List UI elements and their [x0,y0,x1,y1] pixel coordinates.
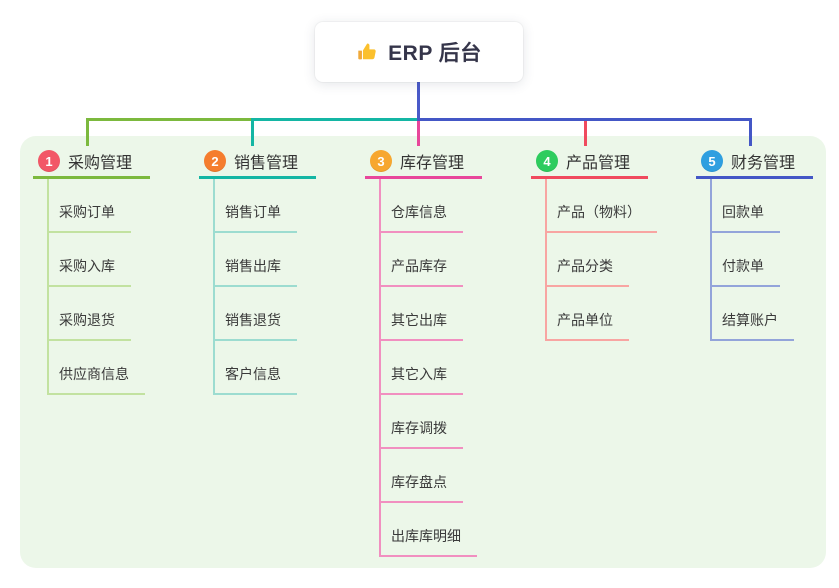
mindmap-item[interactable]: 出库库明细 [381,503,477,557]
branch-items: 产品（物料） 产品分类 产品单位 [545,179,657,341]
mindmap-item[interactable]: 其它出库 [381,287,477,341]
branch-label: 库存管理 [400,155,465,172]
item-label: 出库库明细 [381,526,477,557]
connector-horizontal-branch5 [417,118,752,121]
item-label: 仓库信息 [381,202,463,233]
item-label: 产品单位 [547,310,629,341]
item-label: 供应商信息 [49,364,145,395]
thumbs-up-icon [356,41,378,63]
item-label: 其它入库 [381,364,463,395]
branch-finance-management: 5 财务管理 回款单 付款单 结算账户 [696,146,826,341]
branch-node-product[interactable]: 4 产品管理 [531,146,648,179]
root-title: ERP 后台 [388,42,482,65]
mindmap-item[interactable]: 库存调拨 [381,395,477,449]
branch-node-finance[interactable]: 5 财务管理 [696,146,813,179]
mindmap-item[interactable]: 销售出库 [215,233,297,287]
branch-items: 回款单 付款单 结算账户 [710,179,794,341]
connector-horizontal-branch1 [86,118,253,121]
branch-purchase-management: 1 采购管理 采购订单 采购入库 采购退货 供应商信息 [33,146,163,395]
mindmap-item[interactable]: 采购入库 [49,233,145,287]
item-label: 其它出库 [381,310,463,341]
item-label: 采购订单 [49,202,131,233]
branch-label: 财务管理 [731,155,796,172]
item-label: 回款单 [712,202,780,233]
mindmap-item[interactable]: 产品单位 [547,287,657,341]
mindmap-item[interactable]: 供应商信息 [49,341,145,395]
connector-root-vertical [417,82,420,121]
mindmap-item[interactable]: 产品库存 [381,233,477,287]
mindmap-item[interactable]: 销售退货 [215,287,297,341]
branch-inventory-management: 3 库存管理 仓库信息 产品库存 其它出库 其它入库 库存调拨 库存盘点 出库库… [365,146,495,557]
connector-horizontal-branch2 [251,118,418,121]
item-label: 采购退货 [49,310,131,341]
branch-sales-management: 2 销售管理 销售订单 销售出库 销售退货 客户信息 [199,146,329,395]
mindmap-item[interactable]: 付款单 [712,233,794,287]
item-label: 销售退货 [215,310,297,341]
branch-badge-2: 2 [204,150,226,172]
branch-label: 产品管理 [566,155,631,172]
branch-node-sales[interactable]: 2 销售管理 [199,146,316,179]
branch-badge-3: 3 [370,150,392,172]
branch-node-inventory[interactable]: 3 库存管理 [365,146,482,179]
mindmap-item[interactable]: 库存盘点 [381,449,477,503]
mindmap-item[interactable]: 产品（物料） [547,179,657,233]
connector-drop-branch3 [417,121,420,146]
branch-product-management: 4 产品管理 产品（物料） 产品分类 产品单位 [531,146,661,341]
connector-drop-branch1 [86,118,89,146]
branch-label: 采购管理 [68,155,133,172]
branch-badge-4: 4 [536,150,558,172]
item-label: 客户信息 [215,364,297,395]
root-node-erp-backend[interactable]: ERP 后台 [315,22,523,82]
item-label: 库存盘点 [381,472,463,503]
branch-badge-5: 5 [701,150,723,172]
mindmap-item[interactable]: 回款单 [712,179,794,233]
item-label: 销售订单 [215,202,297,233]
branch-items: 仓库信息 产品库存 其它出库 其它入库 库存调拨 库存盘点 出库库明细 [379,179,477,557]
mindmap-item[interactable]: 客户信息 [215,341,297,395]
mindmap-background-panel [20,136,826,568]
mindmap-item[interactable]: 采购订单 [49,179,145,233]
connector-drop-branch2 [251,118,254,146]
mindmap-item[interactable]: 产品分类 [547,233,657,287]
item-label: 产品库存 [381,256,463,287]
mindmap-item[interactable]: 仓库信息 [381,179,477,233]
item-label: 结算账户 [712,310,794,341]
mindmap-item[interactable]: 结算账户 [712,287,794,341]
mindmap-item[interactable]: 销售订单 [215,179,297,233]
item-label: 产品分类 [547,256,629,287]
branch-label: 销售管理 [234,155,299,172]
mindmap-item[interactable]: 采购退货 [49,287,145,341]
mindmap-item[interactable]: 其它入库 [381,341,477,395]
item-label: 库存调拨 [381,418,463,449]
item-label: 采购入库 [49,256,131,287]
branch-node-purchase[interactable]: 1 采购管理 [33,146,150,179]
item-label: 产品（物料） [547,202,657,233]
branch-items: 销售订单 销售出库 销售退货 客户信息 [213,179,297,395]
branch-items: 采购订单 采购入库 采购退货 供应商信息 [47,179,145,395]
branch-badge-1: 1 [38,150,60,172]
item-label: 销售出库 [215,256,297,287]
item-label: 付款单 [712,256,780,287]
connector-drop-branch4 [584,121,587,146]
connector-drop-branch5 [749,118,752,146]
